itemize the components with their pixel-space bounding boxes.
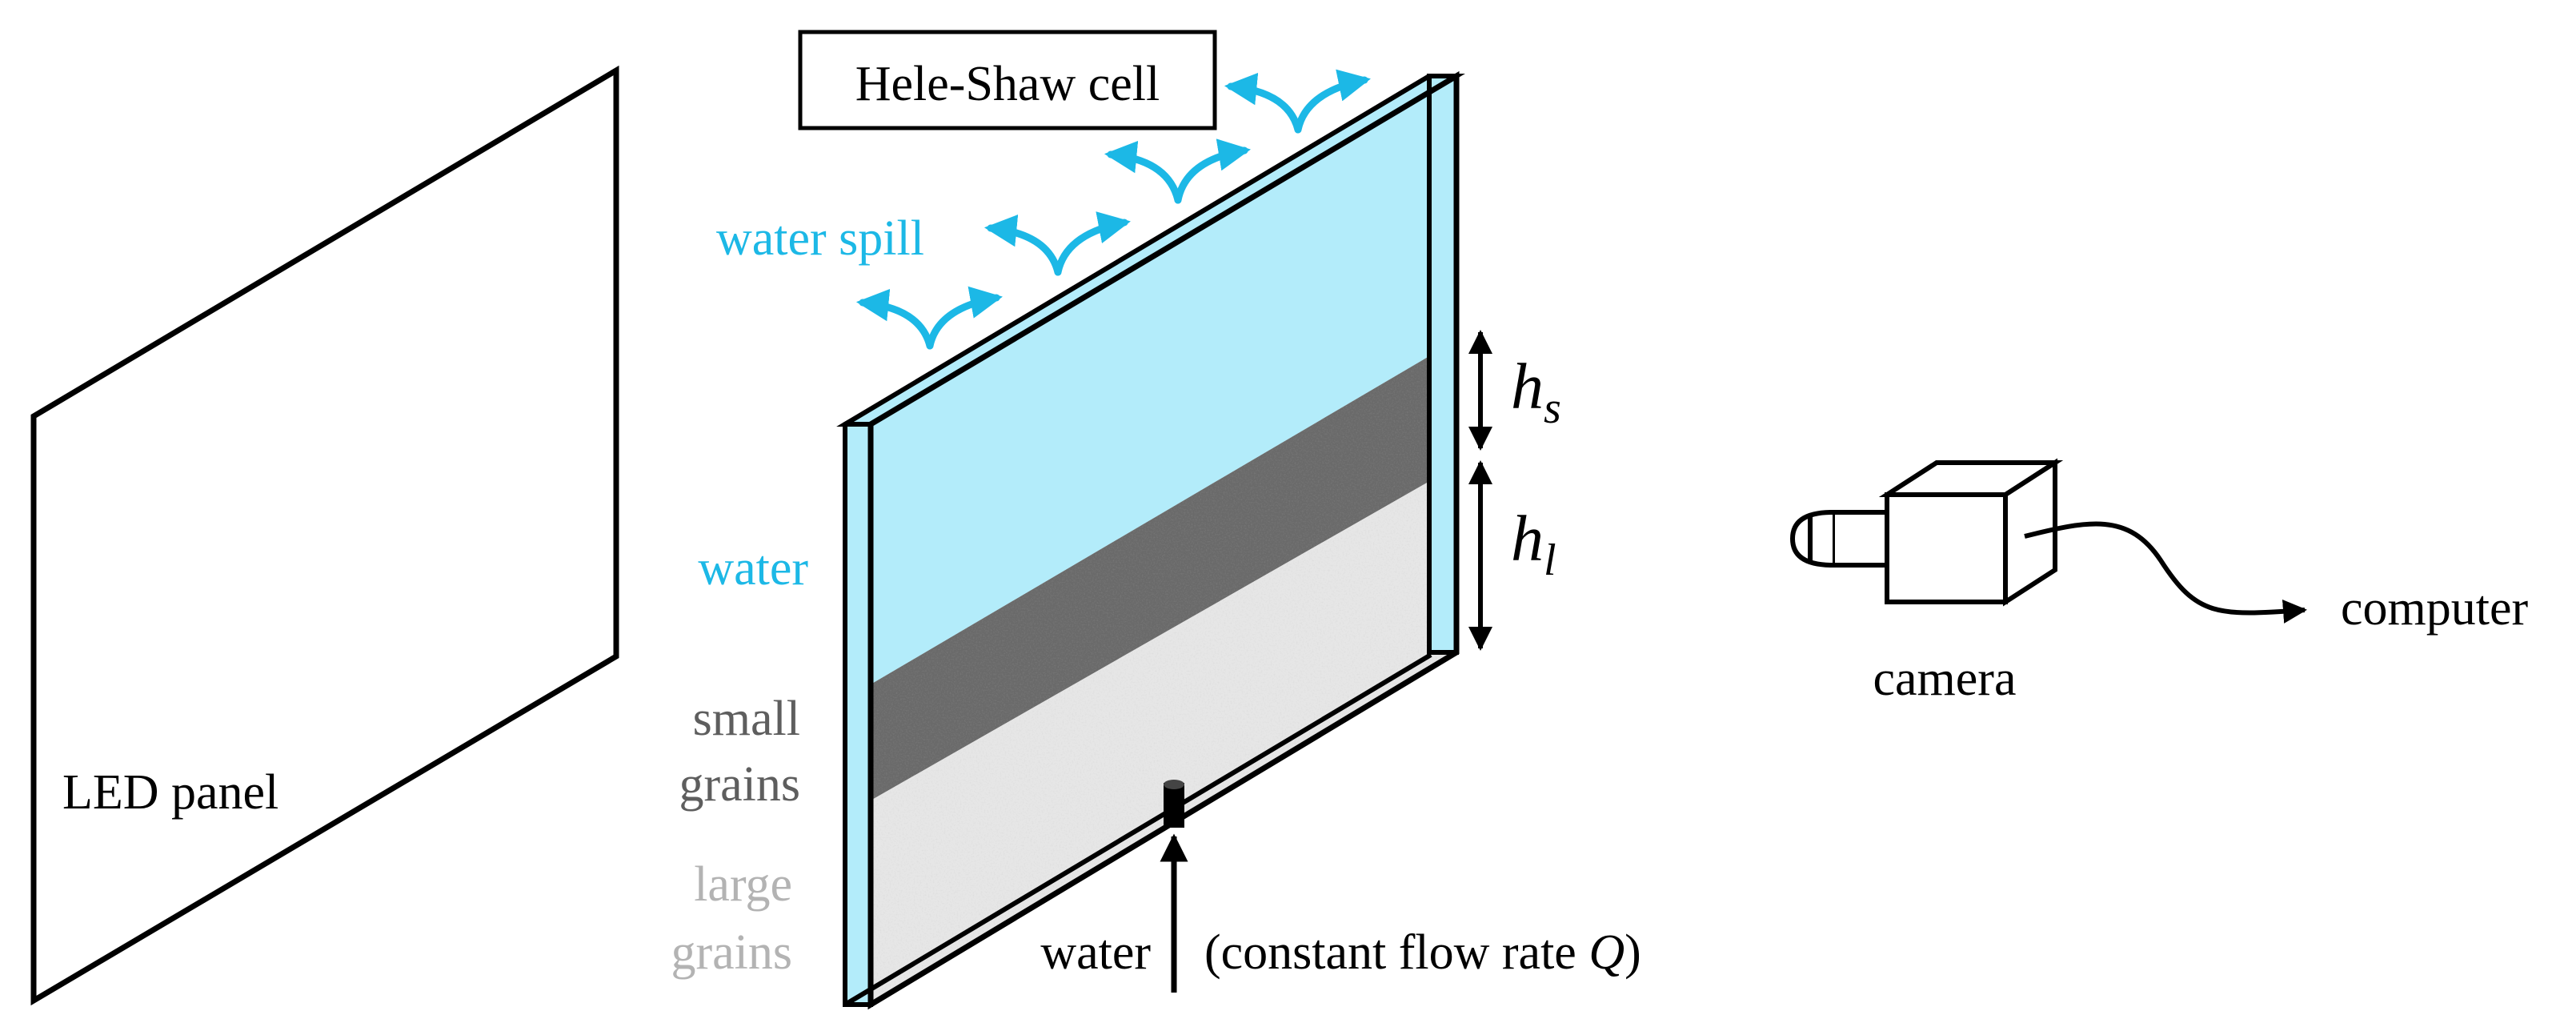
- large-grains-label-1: large: [694, 857, 792, 912]
- computer-label: computer: [2341, 581, 2528, 636]
- cell-left-edge: [843, 405, 873, 1007]
- cell-label: Hele-Shaw cell: [855, 57, 1160, 111]
- cell-right-edge: [1427, 74, 1459, 655]
- cell-label-box: [798, 30, 1217, 130]
- hs-label: hs: [1511, 350, 1561, 433]
- water-label: water: [698, 541, 808, 596]
- cell-bottom-edge: [843, 652, 1432, 1007]
- water-layer: [871, 76, 1456, 684]
- camera-label: camera: [1873, 652, 2017, 706]
- inlet-nozzle: [1164, 783, 1184, 828]
- camera-cable: [2024, 521, 2307, 624]
- cell-outline: [867, 70, 1460, 1010]
- water-spill-arrows: [855, 69, 1371, 350]
- small-grains-label-2: grains: [679, 757, 800, 812]
- inlet-water-label: water: [1040, 925, 1151, 980]
- water-spill-label: water spill: [716, 211, 924, 266]
- large-grains-layer: [871, 466, 1456, 1005]
- large-grains-label-2: grains: [671, 925, 792, 980]
- camera-icon: [1789, 458, 2064, 607]
- small-grains-label-1: small: [693, 692, 800, 746]
- hl-label: hl: [1511, 502, 1556, 585]
- inlet-nozzle-top: [1164, 780, 1184, 789]
- inlet-rate-label: (constant flow rate Q): [1204, 925, 1641, 980]
- small-grains-layer: [871, 340, 1456, 800]
- led-panel-label: LED panel: [62, 765, 278, 820]
- led-panel: [30, 65, 619, 1006]
